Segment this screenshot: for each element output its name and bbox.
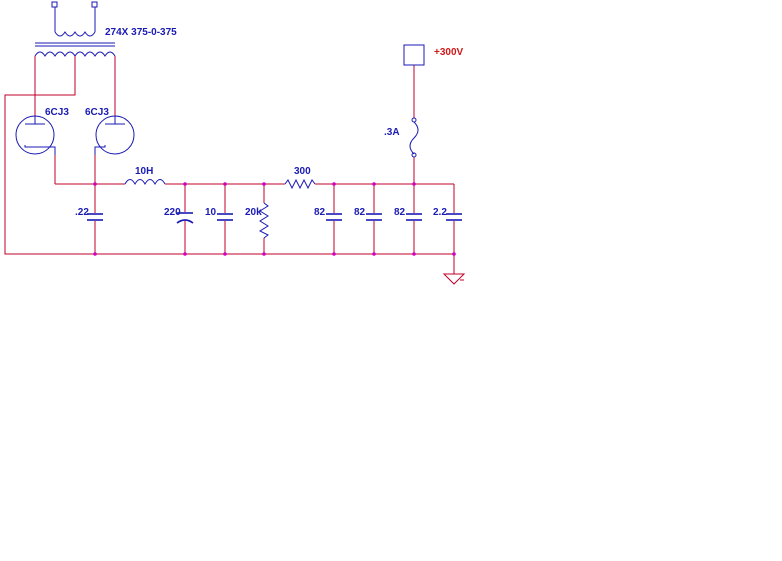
bleeder-label: 20k <box>245 207 262 218</box>
transformer-label: 274X 375-0-375 <box>105 27 177 38</box>
tube-1-label: 6CJ3 <box>45 107 69 118</box>
capacitor-2-label: 220 <box>164 207 181 218</box>
capacitor-5: 82 <box>354 207 382 221</box>
capacitor-3-label: 10 <box>205 207 217 218</box>
transformer-terminal-left <box>51 1 58 8</box>
capacitor-1-label: .22 <box>75 207 89 218</box>
transformer-terminal-right <box>91 1 98 8</box>
transformer: 274X 375-0-375 <box>34 1 177 57</box>
bleeder-resistor: 20k <box>245 202 269 239</box>
transformer-primary <box>54 31 96 37</box>
choke-inductor: 10H <box>124 166 166 186</box>
transformer-secondary <box>34 51 116 57</box>
series-resistor-label: 300 <box>294 166 311 177</box>
capacitor-1: .22 <box>75 207 103 221</box>
supply-source: +300V <box>403 44 464 66</box>
ground-symbol <box>442 273 466 285</box>
rectifier-tube-2: 6CJ3 <box>85 107 135 155</box>
capacitor-6: 82 <box>394 207 422 221</box>
supply-box <box>403 44 425 66</box>
capacitor-4: 82 <box>314 207 342 221</box>
tube-2-label: 6CJ3 <box>85 107 109 118</box>
capacitor-5-label: 82 <box>354 207 366 218</box>
inductor-label: 10H <box>135 166 153 177</box>
wires <box>4 56 455 274</box>
node-dots <box>93 182 456 256</box>
capacitor-4-label: 82 <box>314 207 326 218</box>
capacitor-6-label: 82 <box>394 207 406 218</box>
capacitor-7-label: 2.2 <box>433 207 447 218</box>
rectifier-tube-1: 6CJ3 <box>15 107 69 155</box>
capacitor-2-electrolytic: 220 <box>164 207 194 224</box>
load-current-label: .3A <box>384 127 400 138</box>
capacitor-7: 2.2 <box>433 207 462 221</box>
supply-label: +300V <box>434 47 464 58</box>
series-resistor: 300 <box>284 166 316 190</box>
current-load: .3A <box>384 117 419 158</box>
capacitor-3: 10 <box>205 207 233 221</box>
